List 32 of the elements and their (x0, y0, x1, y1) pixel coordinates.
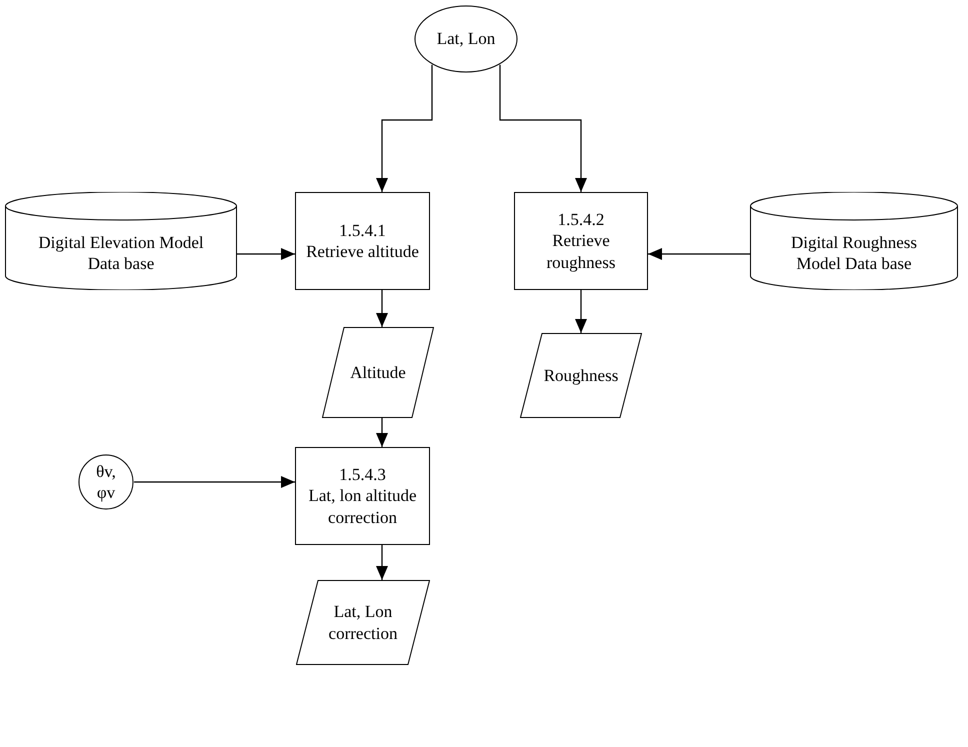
node-text: Altitude (349, 362, 407, 384)
arrow (575, 290, 587, 333)
arrow (376, 418, 388, 447)
process-box (295, 447, 430, 545)
node-text: 1.5.4.1 (338, 220, 387, 241)
data-parallelogram (520, 333, 642, 418)
data-parallelogram (322, 327, 434, 418)
node-text: Roughness (542, 364, 620, 386)
input-circle (78, 454, 134, 510)
arrow (648, 248, 750, 260)
node-text: 1.5.4.2 (556, 209, 606, 230)
node-text: Lat, lon altitude correction (307, 485, 418, 528)
arrow (376, 64, 433, 192)
node-text: Lat, Lon correction (328, 601, 398, 644)
node-text: Digital Roughness Model Data base (790, 232, 918, 274)
data-parallelogram (296, 580, 430, 665)
arrow (376, 290, 388, 327)
node-text: 1.5.4.3 (338, 464, 387, 486)
arrow (237, 248, 295, 260)
node-text: Retrieve altitude (305, 241, 420, 262)
node-text: Retrieve roughness (546, 230, 616, 273)
database-cylinder (5, 192, 237, 290)
arrow (499, 64, 587, 192)
process-box (514, 192, 648, 290)
input-ellipse (414, 5, 518, 73)
database-cylinder (750, 192, 958, 290)
node-text: Digital Elevation Model Data base (37, 232, 205, 274)
process-box (295, 192, 430, 290)
arrow (376, 545, 388, 580)
node-text: Lat, Lon (436, 28, 496, 50)
node-text: θv, φv (95, 460, 117, 504)
arrow (134, 476, 295, 488)
